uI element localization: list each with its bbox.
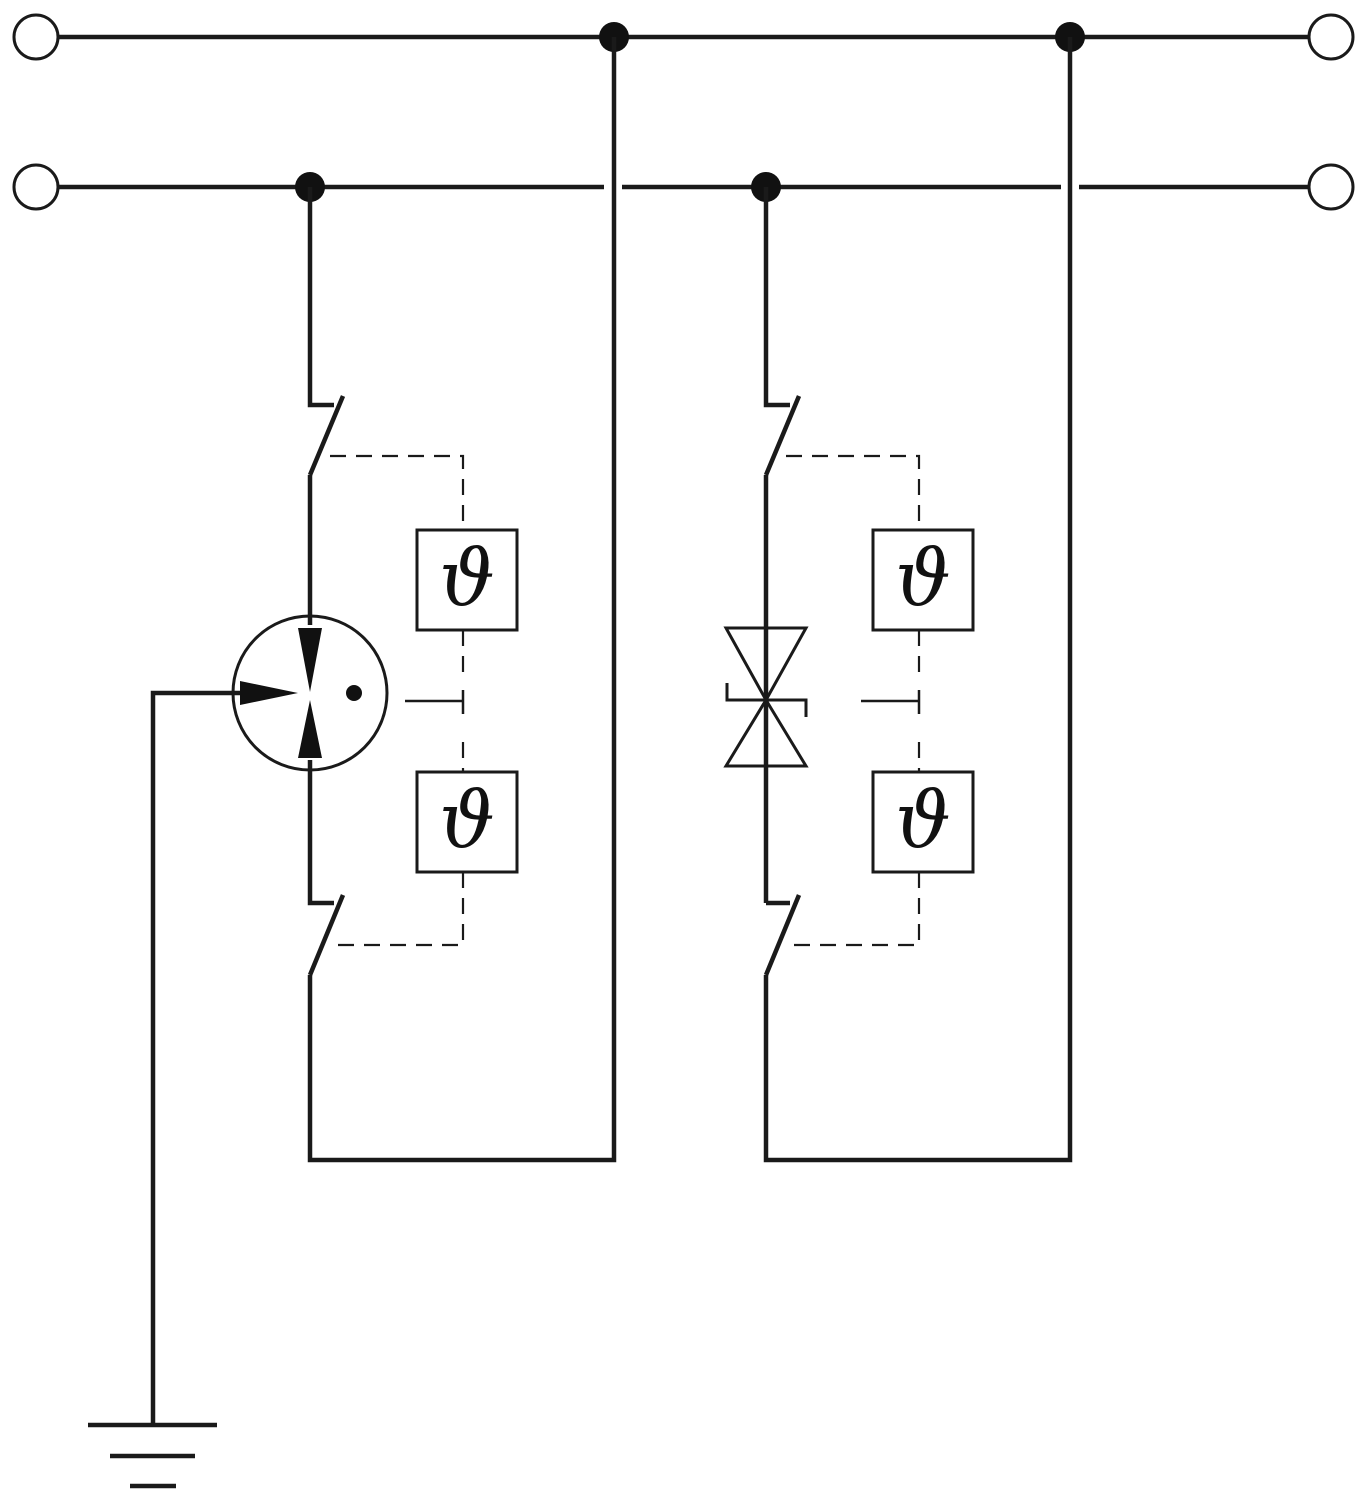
upper-switch-blade-left [307,395,346,476]
terminal-in-bottom [12,163,60,211]
thermal-element-lower-left: ϑ [415,770,519,874]
right-branch: ϑ ϑ [723,37,1073,1163]
gas-discharge-tube [231,614,389,772]
thermal-symbol: ϑ [439,776,495,866]
thermal-element-lower-right: ϑ [871,770,975,874]
terminal-in-top [12,13,60,61]
thermal-symbol: ϑ [895,776,951,866]
earth-ground [88,1422,217,1489]
lower-switch-blade-right [763,894,802,976]
thermal-element-upper-left: ϑ [415,528,519,632]
thermal-element-upper-right: ϑ [871,528,975,632]
lower-switch-blade-left [307,894,346,976]
thermal-symbol: ϑ [895,534,951,624]
left-branch: ϑ ϑ [150,37,617,1425]
terminal-out-bottom [1307,163,1355,211]
upper-switch-blade-right [763,395,802,476]
suppressor-diode [723,626,809,768]
thermal-symbol: ϑ [439,534,495,624]
terminal-out-top [1307,13,1355,61]
